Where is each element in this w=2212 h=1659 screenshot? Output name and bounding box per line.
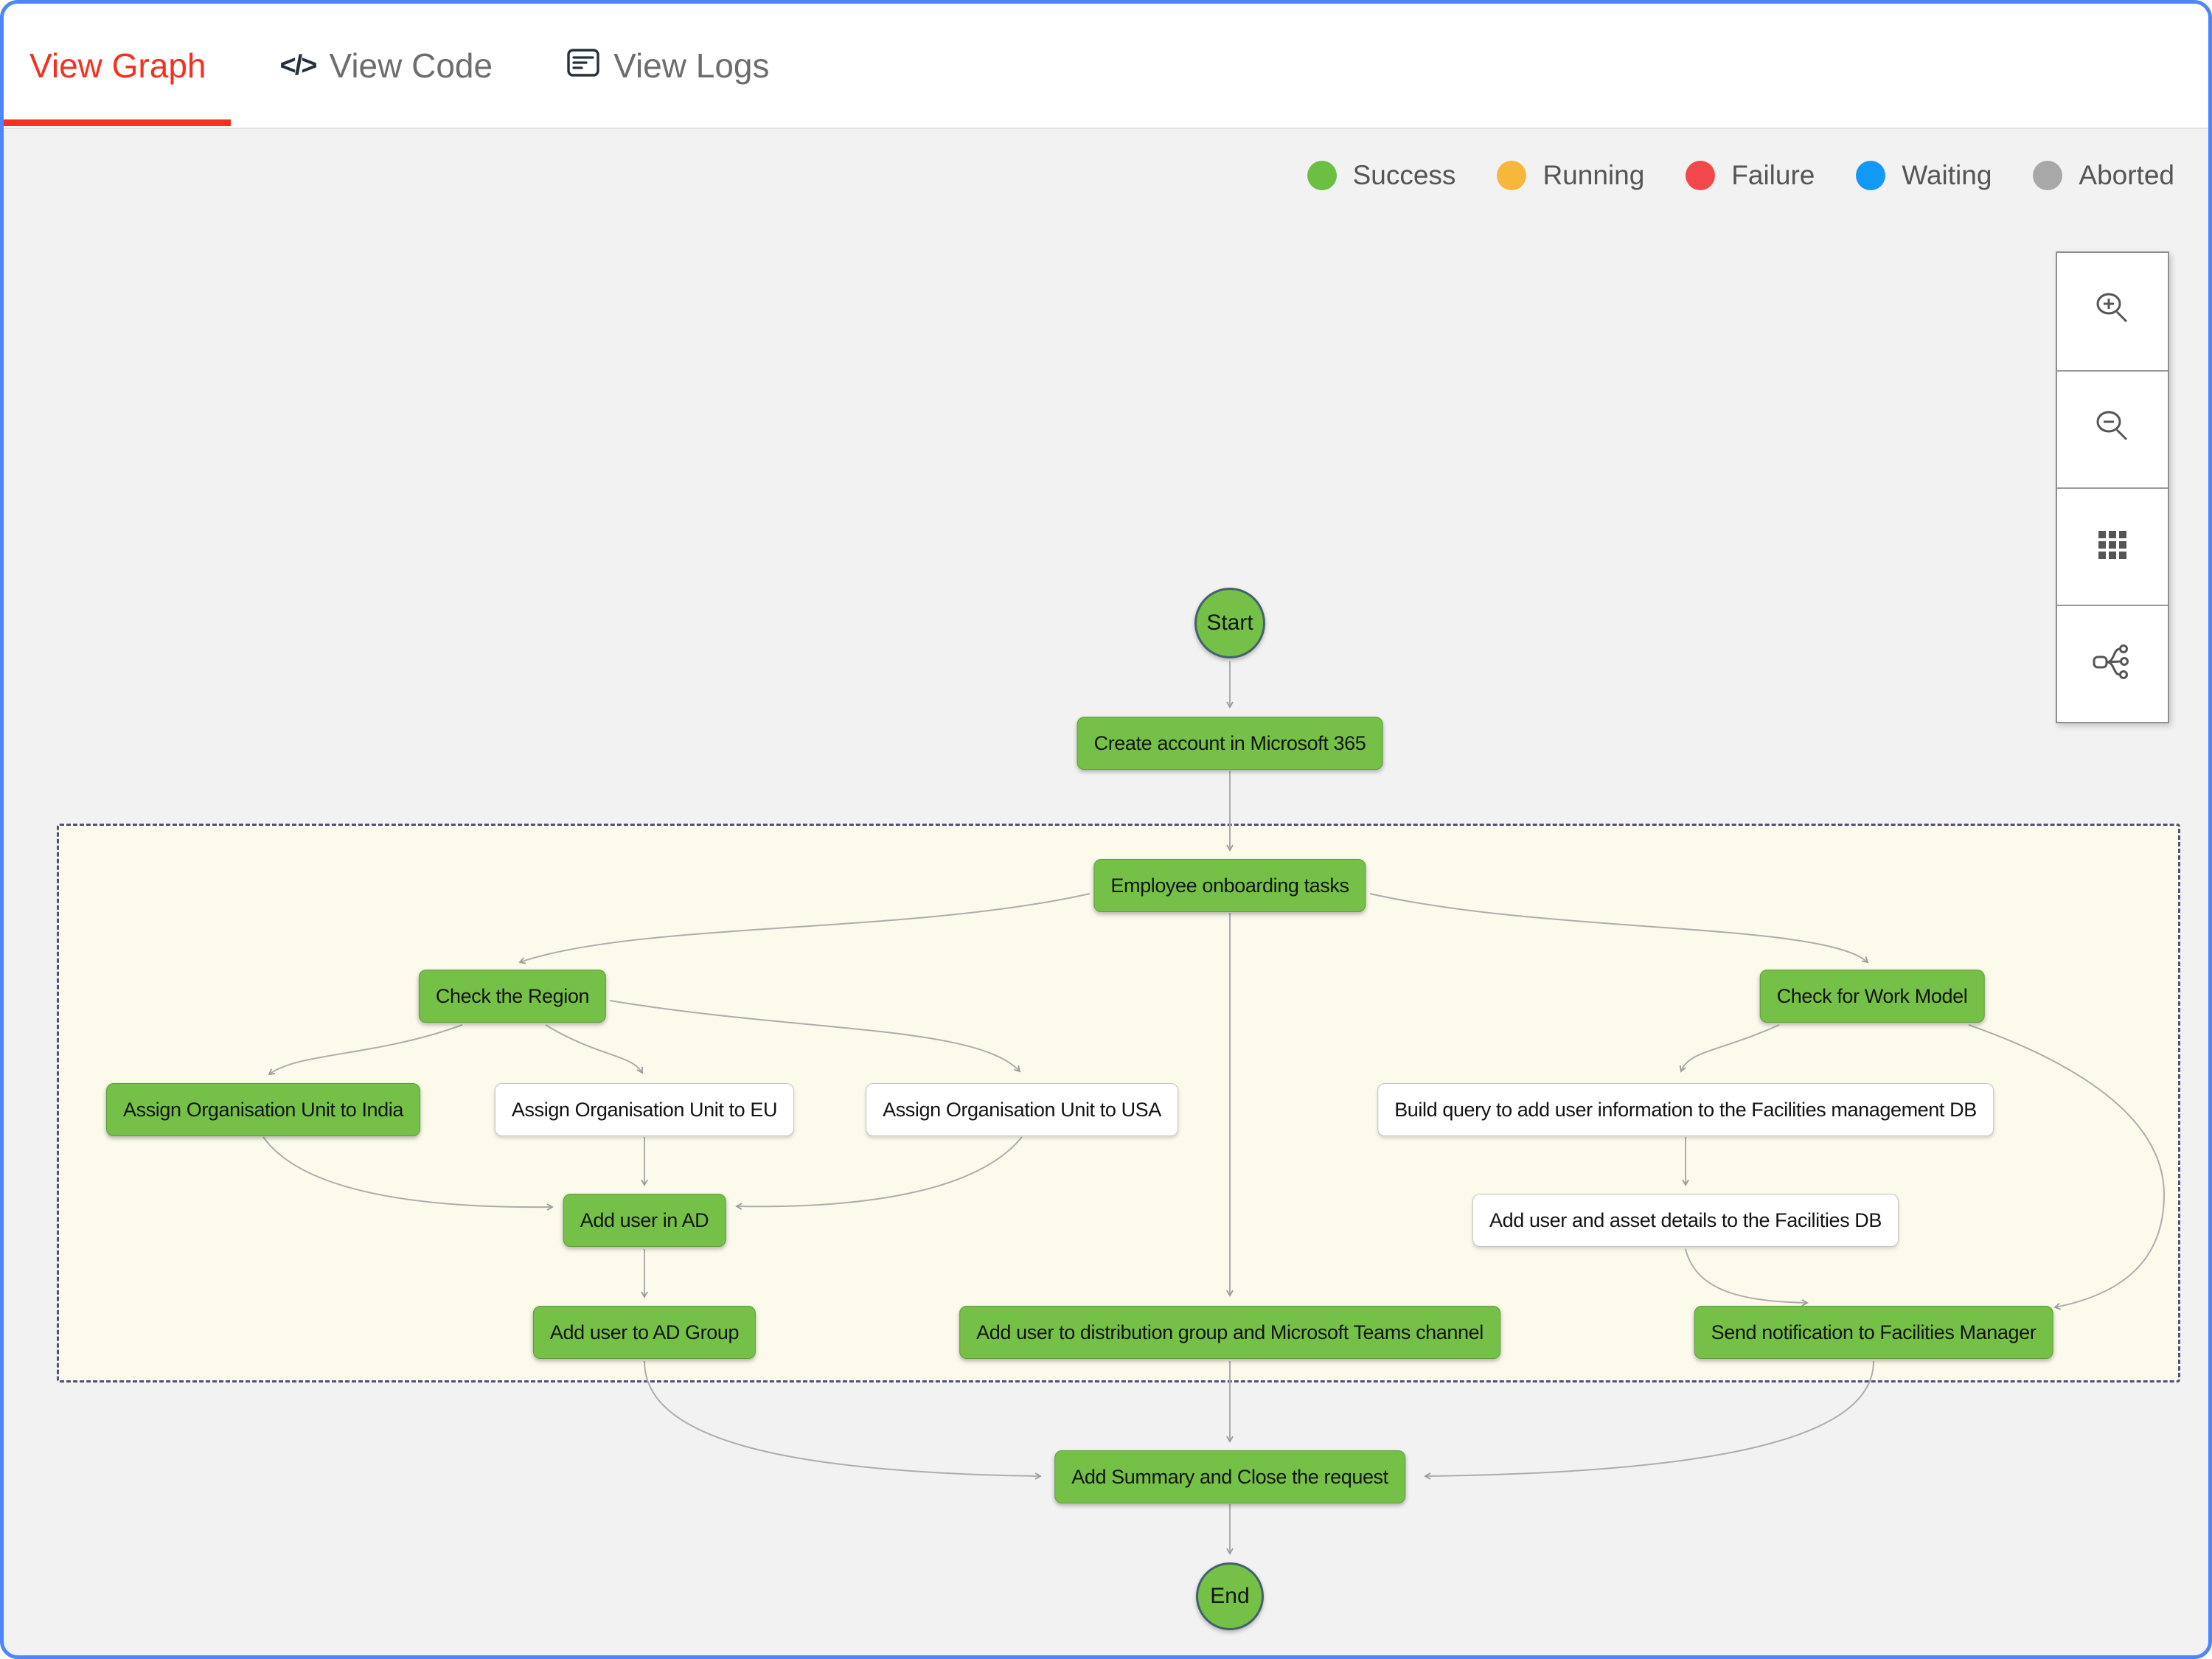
- logs-icon: [566, 46, 600, 86]
- node-facilities-db[interactable]: Add user and asset details to the Facili…: [1472, 1194, 1899, 1247]
- node-notify-facilities[interactable]: Send notification to Facilities Manager: [1694, 1306, 2053, 1359]
- auto-layout-icon: [2091, 641, 2134, 687]
- node-check-work-model[interactable]: Check for Work Model: [1759, 970, 1985, 1023]
- running-dot-icon: [1497, 161, 1527, 190]
- grid-view-button[interactable]: [2057, 487, 2168, 605]
- legend-item-aborted: Aborted: [2033, 160, 2174, 191]
- legend-item-failure: Failure: [1686, 160, 1815, 191]
- waiting-dot-icon: [1856, 161, 1886, 190]
- graph-toolbar: [2056, 251, 2169, 723]
- tab-view-graph-label: View Graph: [29, 46, 206, 85]
- tab-view-graph[interactable]: View Graph: [29, 46, 206, 86]
- tab-view-logs[interactable]: View Logs: [566, 46, 770, 86]
- code-icon: </>: [279, 49, 318, 81]
- aborted-dot-icon: [2033, 161, 2063, 190]
- auto-layout-button[interactable]: [2057, 605, 2168, 722]
- success-dot-icon: [1307, 161, 1337, 190]
- status-legend: Success Running Failure Waiting Aborted: [1307, 160, 2174, 191]
- tab-view-logs-label: View Logs: [613, 46, 770, 85]
- node-end[interactable]: End: [1196, 1562, 1264, 1630]
- zoom-in-icon: [2091, 288, 2134, 335]
- active-tab-indicator: [4, 119, 231, 126]
- zoom-in-button[interactable]: [2057, 253, 2168, 370]
- node-ou-usa[interactable]: Assign Organisation Unit to USA: [866, 1083, 1178, 1136]
- node-start[interactable]: Start: [1194, 588, 1265, 658]
- grid-icon: [2093, 525, 2132, 568]
- zoom-out-button[interactable]: [2057, 370, 2168, 487]
- legend-item-waiting: Waiting: [1856, 160, 1992, 191]
- tab-bar: View Graph </> View Code View Logs: [4, 4, 2208, 129]
- tab-view-code-label: View Code: [329, 46, 493, 85]
- node-dist-group[interactable]: Add user to distribution group and Micro…: [959, 1306, 1500, 1359]
- node-create-account[interactable]: Create account in Microsoft 365: [1077, 717, 1383, 770]
- legend-item-success: Success: [1307, 160, 1455, 191]
- node-ou-eu[interactable]: Assign Organisation Unit to EU: [494, 1083, 795, 1136]
- node-add-user-ad[interactable]: Add user in AD: [563, 1194, 726, 1247]
- node-onboarding-tasks[interactable]: Employee onboarding tasks: [1093, 859, 1366, 912]
- failure-dot-icon: [1686, 161, 1716, 190]
- tab-view-code[interactable]: </> View Code: [280, 46, 493, 86]
- legend-item-running: Running: [1497, 160, 1644, 191]
- node-ad-group[interactable]: Add user to AD Group: [532, 1306, 757, 1359]
- node-ou-india[interactable]: Assign Organisation Unit to India: [105, 1083, 421, 1136]
- zoom-out-icon: [2091, 406, 2134, 453]
- node-summary[interactable]: Add Summary and Close the request: [1054, 1450, 1405, 1503]
- node-check-region[interactable]: Check the Region: [418, 970, 607, 1023]
- node-build-query[interactable]: Build query to add user information to t…: [1377, 1083, 1994, 1136]
